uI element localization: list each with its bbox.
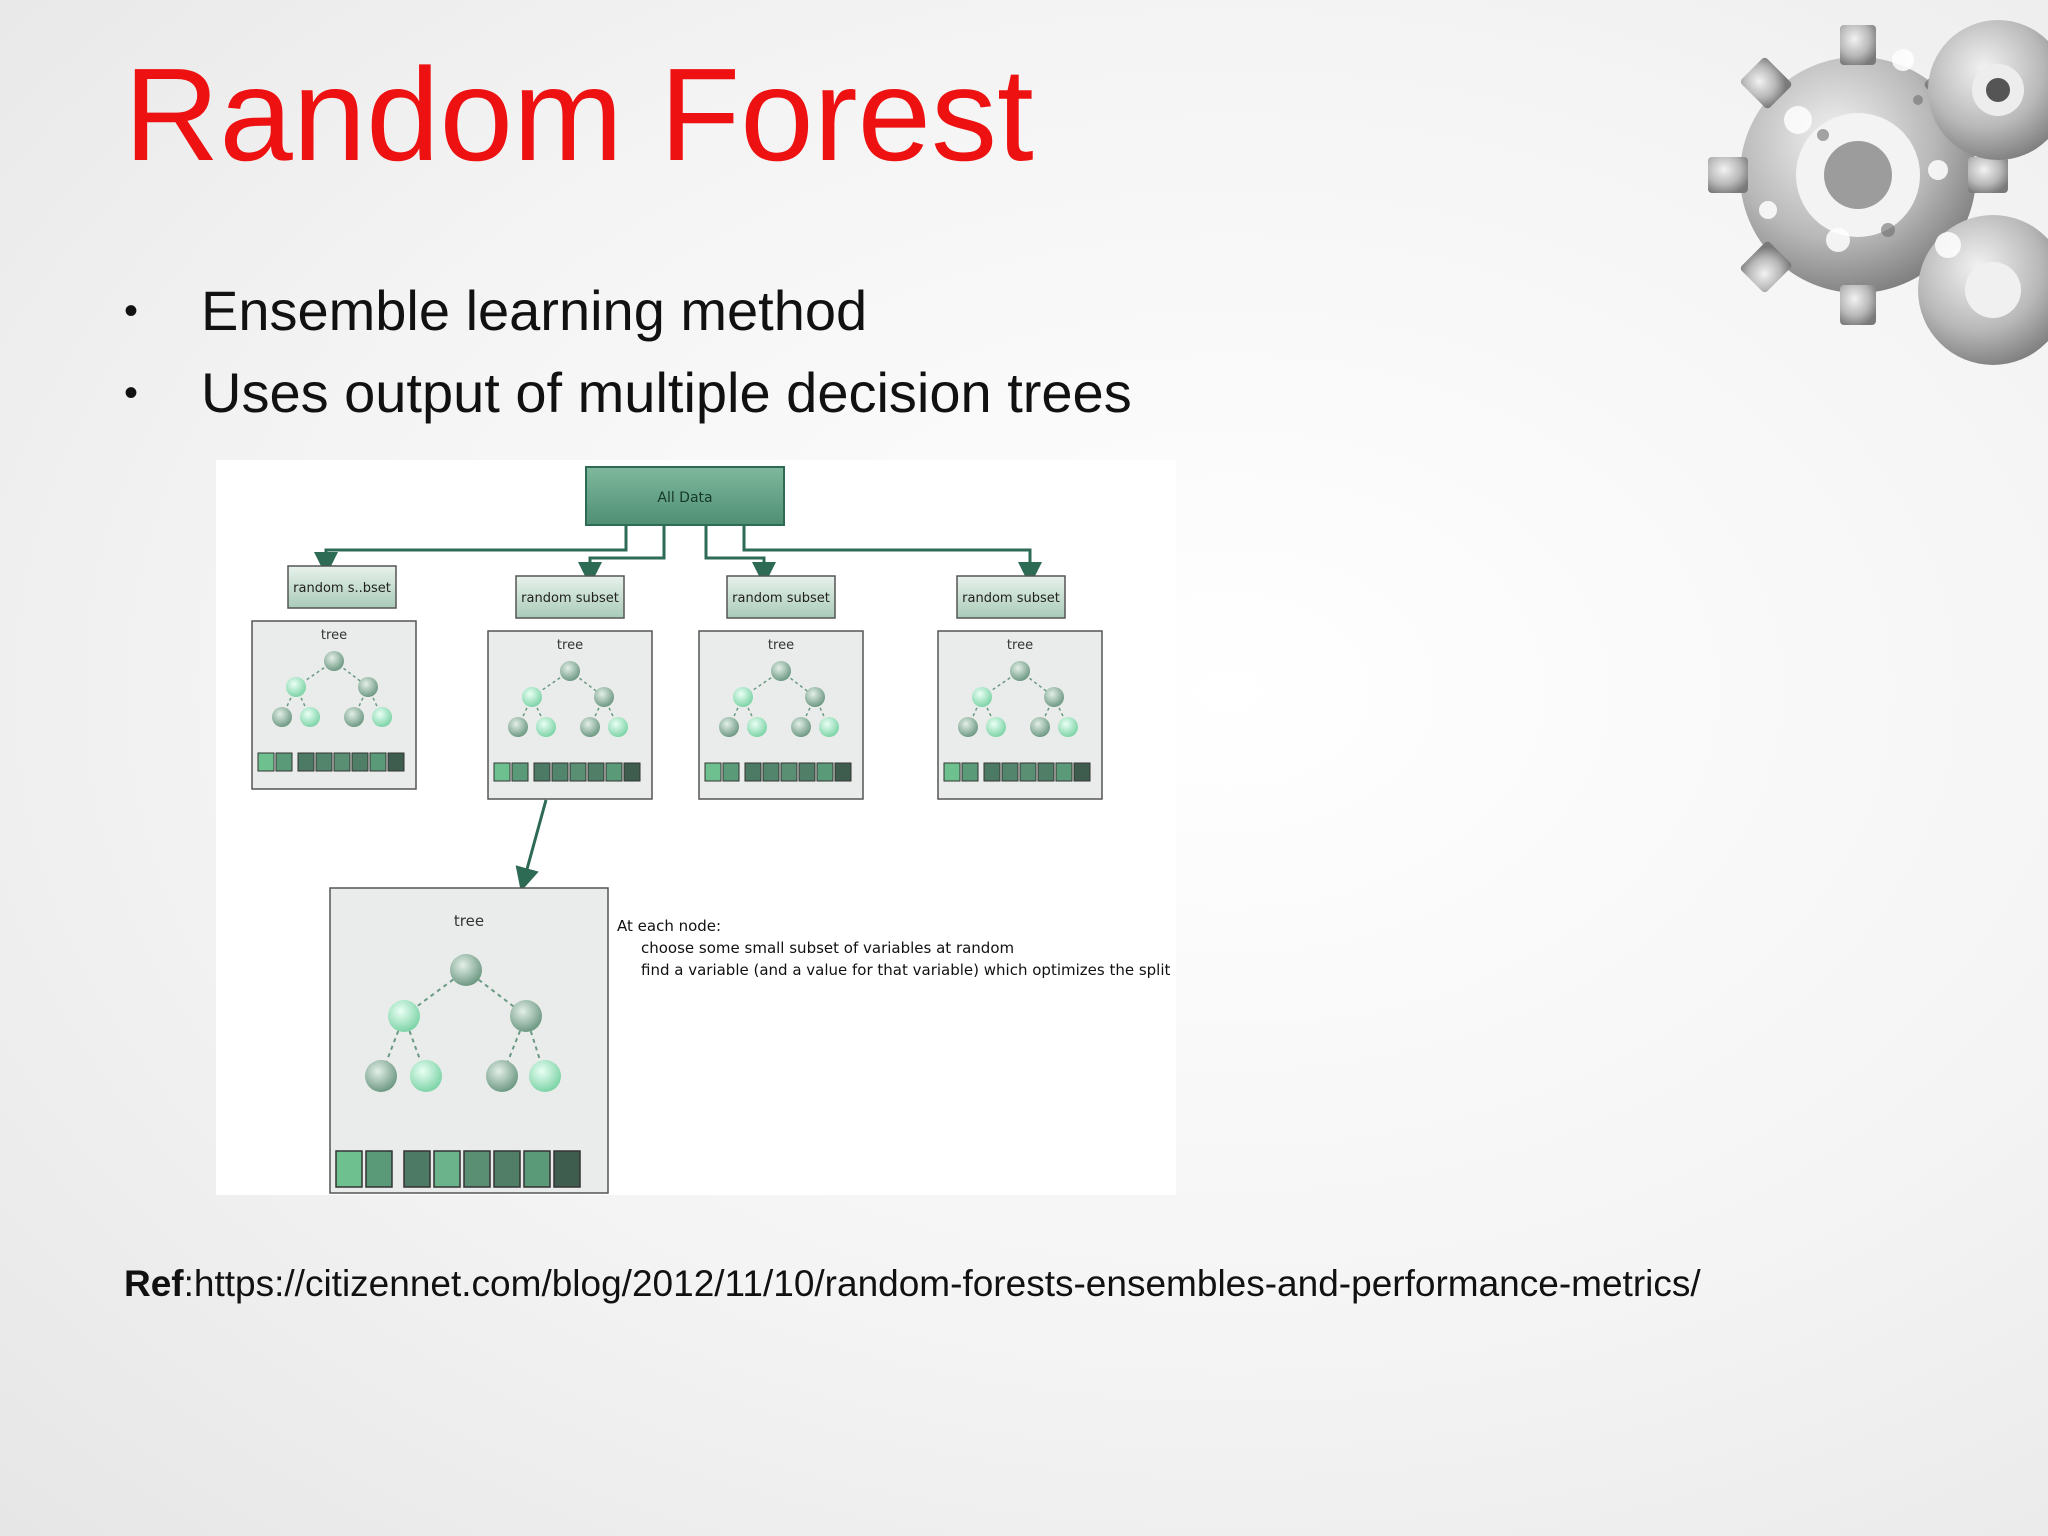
reference-link[interactable]: :https://citizennet.com/blog/2012/11/10/… bbox=[183, 1263, 1701, 1304]
detail-tree-panel: tree bbox=[329, 887, 609, 1194]
subset-box bbox=[287, 565, 397, 609]
tree-panel: tree bbox=[487, 630, 653, 800]
subset-box bbox=[956, 575, 1066, 619]
root-label: All Data bbox=[657, 490, 712, 506]
node-note-line: choose some small subset of variables at… bbox=[641, 939, 1014, 957]
subset-label: random subset bbox=[732, 591, 830, 606]
bullet-dot: • bbox=[124, 371, 139, 415]
slide-title: Random Forest bbox=[124, 41, 1034, 188]
subset-label: random subset bbox=[521, 591, 619, 606]
bullet-list: • Ensemble learning method • Uses output o… bbox=[124, 275, 1132, 439]
subset-label: random s..bset bbox=[293, 581, 391, 596]
random-forest-diagram: All Data random s..bset random subset ra… bbox=[216, 460, 1176, 1195]
reference: Ref:https://citizennet.com/blog/2012/11/… bbox=[124, 1262, 1701, 1306]
tree-label: tree bbox=[1007, 638, 1033, 653]
gears-icon bbox=[1708, 20, 2048, 365]
tree-label: tree bbox=[768, 638, 794, 653]
subset-label: random subset bbox=[962, 591, 1060, 606]
tree-panel: tree bbox=[937, 630, 1103, 800]
detail-tree-label: tree bbox=[454, 912, 484, 930]
node-note-line: find a variable (and a value for that va… bbox=[641, 961, 1171, 979]
bullet-dot: • bbox=[124, 289, 139, 333]
reference-label: Ref bbox=[124, 1263, 184, 1304]
tree-label: tree bbox=[321, 628, 347, 643]
bullet-text: Uses output of multiple decision trees bbox=[201, 361, 1132, 424]
node-note-heading: At each node: bbox=[617, 917, 721, 935]
tree-label: tree bbox=[557, 638, 583, 653]
tree-panel: tree bbox=[698, 630, 864, 800]
tree-panel: tree bbox=[251, 620, 417, 790]
bullet-item: • Ensemble learning method bbox=[124, 275, 1132, 357]
bullet-text: Ensemble learning method bbox=[201, 279, 868, 342]
bullet-item: • Uses output of multiple decision trees bbox=[124, 357, 1132, 439]
root-node bbox=[585, 466, 785, 526]
subset-box bbox=[726, 575, 836, 619]
subset-box bbox=[515, 575, 625, 619]
